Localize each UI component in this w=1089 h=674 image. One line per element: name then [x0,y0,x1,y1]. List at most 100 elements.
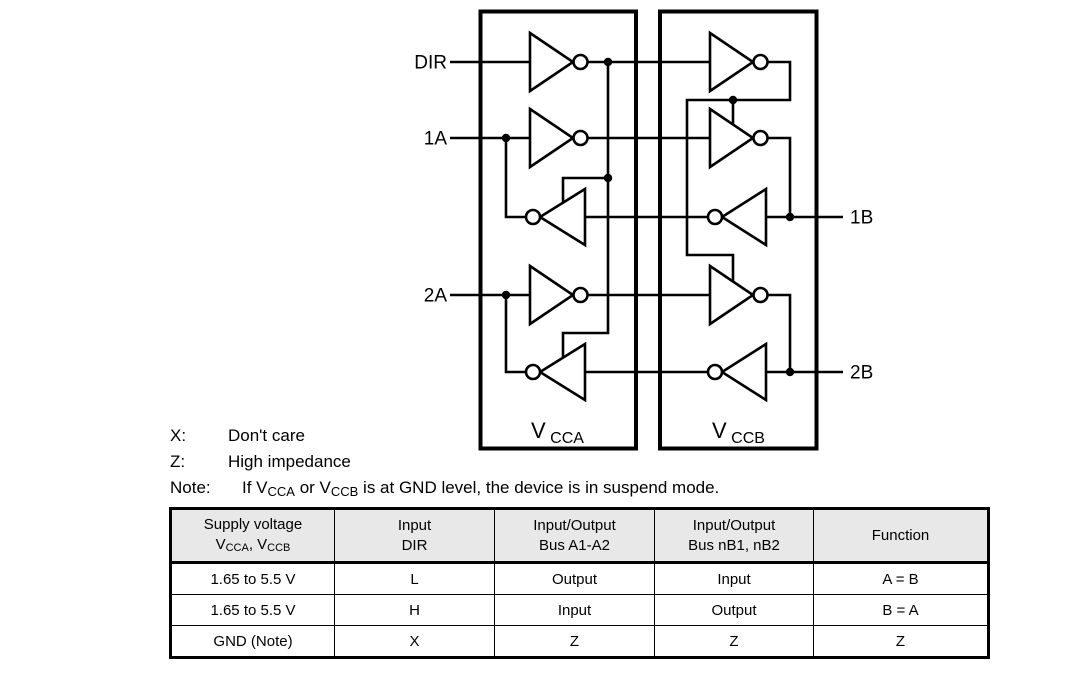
note-text: or V [294,478,331,497]
legend-value-z: High impedance [228,452,351,471]
port-2b-label: 2B [850,363,873,384]
port-2a-label: 2A [424,286,448,307]
wire-a-side-enable [561,62,610,358]
inverter-bubble [706,208,724,226]
header-line: Input/Output [692,516,776,534]
ch2-fwd-driver-b [708,263,769,327]
inverter-bubble [524,208,542,226]
legend-key-note: Note: [170,478,211,497]
wires [450,60,843,374]
cell-bus-a: Z [494,625,655,658]
cell-bus-a: Output [494,562,655,595]
ch1-fwd-driver-b [708,106,769,170]
junction-dot [603,173,613,183]
vccb-label-base: V [712,418,727,443]
legend: X: Don't care Z: High impedance Note: If… [170,423,719,502]
cell-function: B = A [813,594,989,626]
header-line: VCCA, VCCB [176,535,330,556]
vccb-label-sub: CCB [731,430,765,447]
wire-b-side-enable-wrap [685,60,792,282]
inverter-bubble [524,363,542,381]
header-vcc-sub-cca: CCA [225,542,249,554]
header-supply-voltage: Supply voltage VCCA, VCCB [170,508,335,564]
legend-row-z: Z: High impedance [170,449,719,475]
port-1a-label: 1A [424,129,448,150]
inverter-bubble [572,286,589,304]
note-text: is at GND level, the device is in suspen… [358,478,720,497]
ch2-back-driver-a [524,341,587,403]
cell-function: Z [813,625,989,658]
vcca-label: V CCA [531,418,584,447]
header-vcc-base: V [215,536,226,553]
junction-dot [785,367,795,377]
junction-dot [728,95,738,105]
cell-supply: 1.65 to 5.5 V [170,594,335,626]
gate-symbols [524,30,769,403]
ch1-fwd-buffer-a [528,106,589,170]
cell-function: A = B [813,562,989,595]
vccb-label: V CCB [712,418,765,447]
junction-dot [785,212,795,222]
ch1-back-driver-b [706,186,768,248]
ch2-fwd-buffer-a [528,263,589,327]
header-function: Function [813,508,989,564]
inverter-bubble [572,53,589,71]
cell-bus-b: Output [654,594,814,626]
wire-2b-drive [768,293,792,372]
cell-bus-b: Z [654,625,814,658]
function-table-header: Supply voltage VCCA, VCCB Input DIR Inpu… [170,508,989,564]
legend-key-x: X: [170,426,187,445]
note-sub-cca: CCA [267,484,295,499]
function-table-body: 1.65 to 5.5 V L Output Input A = B 1.65 … [170,562,989,658]
vcca-block [478,9,638,451]
header-line: DIR [401,536,428,554]
junction-dots [501,57,795,377]
header-line: Bus A1-A2 [539,536,610,554]
cell-dir: L [334,562,495,595]
header-vcc-base: , V [248,536,268,553]
cell-supply: GND (Note) [170,625,335,658]
header-line: Input [397,516,432,534]
header-input-dir: Input DIR [334,508,495,564]
junction-dot [501,133,511,143]
legend-value-note: If VCCA or VCCB is at GND level, the dev… [242,475,719,502]
vcca-label-sub: CCA [550,430,584,447]
table-row: 1.65 to 5.5 V H Input Output B = A [170,594,989,626]
junction-dot [501,290,511,300]
wire-2a-feedback-tap [504,295,526,374]
header-line: Supply voltage [203,516,303,533]
cell-dir: H [334,594,495,626]
table-row: 1.65 to 5.5 V L Output Input A = B [170,562,989,595]
dir-label: DIR [414,53,447,74]
ch2-back-driver-b [706,341,768,403]
header-bus-a: Input/Output Bus A1-A2 [494,508,655,564]
cell-dir: X [334,625,495,658]
wire-1a-feedback-tap [504,138,526,219]
cell-bus-b: Input [654,562,814,595]
header-bus-b: Input/Output Bus nB1, nB2 [654,508,814,564]
inverter-bubble [572,129,589,147]
note-sub-ccb: CCB [330,484,359,499]
junction-dot [603,57,613,67]
inverter-bubble [752,286,769,304]
vccb-block [658,9,819,451]
wire-ch1-backdrv-enable [561,176,608,203]
cell-supply: 1.65 to 5.5 V [170,562,335,595]
function-table: Supply voltage VCCA, VCCB Input DIR Inpu… [169,507,990,659]
ch1-back-driver-a [524,186,587,248]
vccb-box [658,9,819,451]
port-1b-label: 1B [850,208,873,229]
legend-row-note: Note: If VCCA or VCCB is at GND level, t… [170,475,719,502]
inverter-bubble [752,129,769,147]
table-row: GND (Note) X Z Z Z [170,625,989,658]
cell-bus-a: Input [494,594,655,626]
note-text: If V [242,478,268,497]
legend-row-x: X: Don't care [170,423,719,449]
legend-key-z: Z: [170,452,186,471]
logic-diagram: DIR 1A 2A 1B 2B V CCA V CCB [414,9,873,451]
vcca-label-base: V [531,418,546,443]
header-line: Bus nB1, nB2 [688,536,780,554]
legend-value-x: Don't care [228,426,305,445]
inverter-bubble [752,53,769,71]
